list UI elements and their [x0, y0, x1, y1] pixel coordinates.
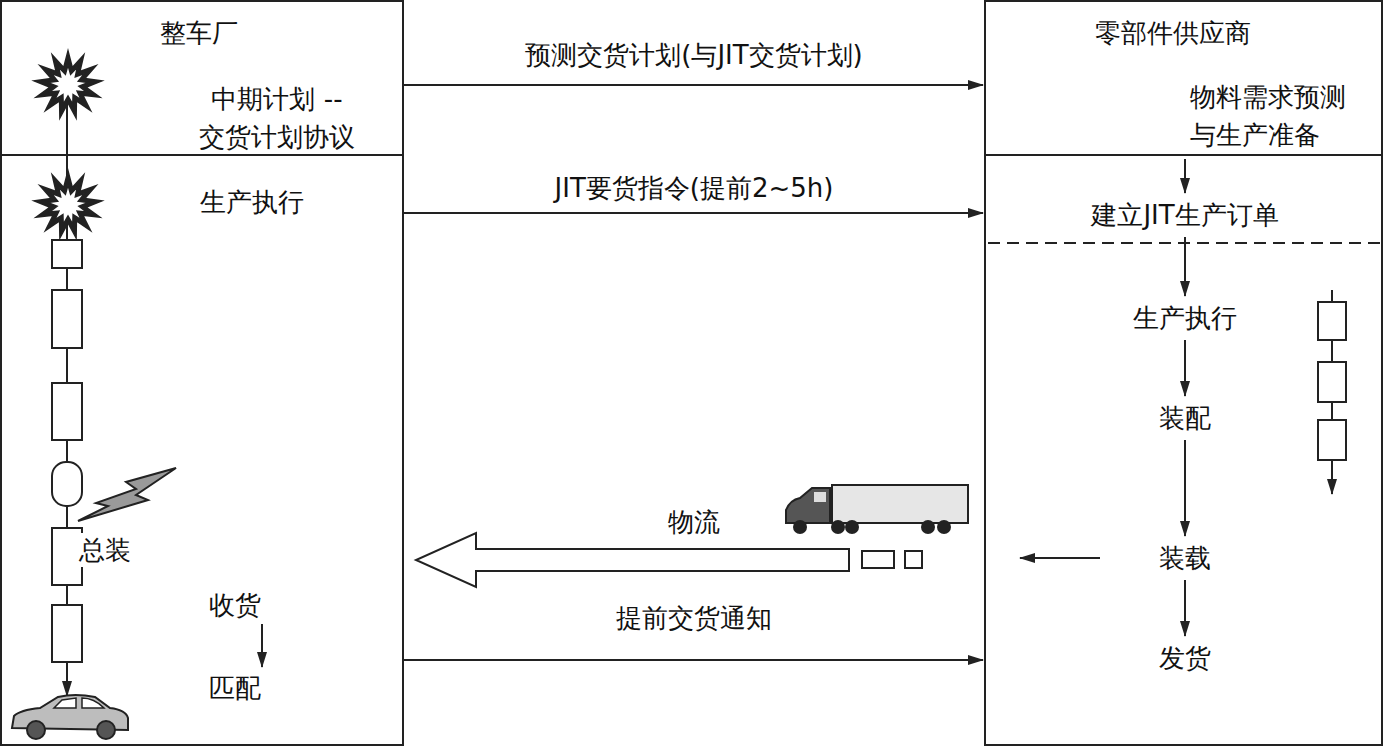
- step-text: 发货: [1159, 639, 1211, 677]
- station-box: [52, 240, 82, 268]
- edge-label: 提前交货通知: [612, 601, 776, 635]
- section-note: 中期计划 --交货计划协议: [163, 80, 391, 156]
- edge-label: 预测交货计划(与JIT交货计划): [521, 38, 867, 72]
- step-text: 生产执行: [1133, 299, 1237, 337]
- station-box: [52, 290, 82, 348]
- step-node: 装载: [1155, 539, 1215, 577]
- station-box: [52, 383, 82, 440]
- starburst-symbol: [34, 51, 102, 118]
- flow-arrow: [1184, 440, 1186, 536]
- station-box: [1318, 302, 1346, 340]
- flow-arrow: [1184, 159, 1186, 193]
- flow-arrow: [1184, 340, 1186, 396]
- part-label: 总装: [75, 533, 135, 567]
- section-note: 物料需求预测 与生产准备: [1190, 78, 1360, 154]
- station-box: [1318, 420, 1346, 460]
- section-box: 生产执行: [0, 154, 404, 746]
- lightning-symbol: [78, 468, 176, 521]
- car-icon: [12, 695, 128, 739]
- cargo-box: [862, 551, 894, 568]
- section-title: 生产执行: [200, 183, 304, 221]
- station-oval: [52, 462, 82, 506]
- truck-icon: [786, 485, 968, 534]
- flow-arrow: [1184, 580, 1186, 636]
- step-text: 装载: [1159, 539, 1211, 577]
- starburst-symbol: [48, 185, 88, 224]
- cargo-box: [905, 551, 922, 568]
- edge-label: JIT要货指令(提前2~5h): [551, 171, 838, 205]
- starbursts: [34, 51, 102, 238]
- starburst-symbol: [34, 171, 102, 238]
- section-box: 整车厂中期计划 --交货计划协议: [0, 0, 404, 156]
- connectors: [404, 85, 1185, 660]
- step-node: 装配: [1155, 399, 1215, 437]
- section-title: 零部件供应商: [1095, 14, 1251, 52]
- starburst-symbol: [48, 65, 88, 104]
- part-label: 收货: [205, 588, 265, 622]
- flow-arrow: [1184, 237, 1186, 296]
- station-box: [52, 605, 82, 662]
- step-text: 装配: [1159, 399, 1211, 437]
- station-box: [1318, 362, 1346, 402]
- step-text: 建立JIT生产订单: [1091, 196, 1278, 234]
- edge-label: 物流: [664, 505, 724, 539]
- part-label: 匹配: [205, 671, 265, 705]
- section-box: 零部件供应商物料需求预测 与生产准备: [984, 0, 1383, 156]
- section-title: 整车厂: [160, 14, 238, 52]
- section-box: 建立JIT生产订单生产执行装配装载发货: [984, 154, 1383, 746]
- step-node: 发货: [1155, 639, 1215, 677]
- flow-arrow: [261, 624, 263, 667]
- flow-arrow: [404, 212, 983, 214]
- flow-arrow: [404, 659, 983, 661]
- flow-arrow: [404, 84, 983, 86]
- step-node: 生产执行: [1129, 299, 1241, 337]
- step-node: 建立JIT生产订单: [1087, 196, 1282, 234]
- loading-arrow: [1020, 557, 1100, 559]
- logistics-arrow: [416, 533, 849, 587]
